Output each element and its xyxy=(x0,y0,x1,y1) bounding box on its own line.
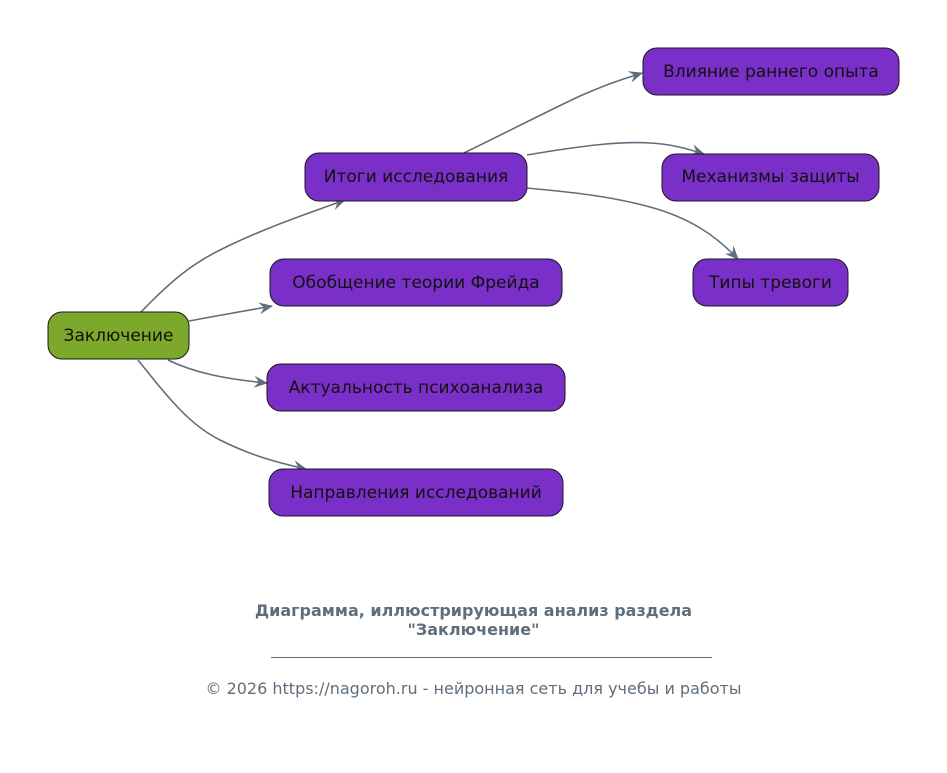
edge-conclusion-to-psychoanalysis-relevance xyxy=(167,359,268,388)
node-research-results: Итоги исследования xyxy=(304,152,528,202)
edge-research-results-to-defense-mechanisms xyxy=(526,141,705,156)
caption-title-line-2: "Заключение" xyxy=(407,620,540,639)
node-label: Направления исследований xyxy=(290,483,542,503)
node-label: Обобщение теории Фрейда xyxy=(292,273,539,293)
edge-conclusion-to-research-results xyxy=(140,198,346,313)
node-research-directions: Направления исследований xyxy=(268,468,564,517)
node-label: Итоги исследования xyxy=(324,167,508,187)
node-label: Механизмы защиты xyxy=(681,167,859,187)
caption-divider xyxy=(271,657,712,658)
node-anxiety-types: Типы тревоги xyxy=(692,258,849,307)
node-early-experience: Влияние раннего опыта xyxy=(642,47,900,96)
copyright-text: © 2026 https://nagoroh.ru - нейронная се… xyxy=(205,679,742,698)
edge-conclusion-to-research-directions xyxy=(137,359,307,472)
diagram-caption-title: Диаграмма, иллюстрирующая анализ раздела… xyxy=(0,601,947,639)
node-psychoanalysis-relevance: Актуальность психоанализа xyxy=(266,363,566,412)
edge-conclusion-to-freud-theory-summary xyxy=(188,302,273,322)
node-label: Влияние раннего опыта xyxy=(663,62,879,82)
caption-title-line-1: Диаграмма, иллюстрирующая анализ раздела xyxy=(254,601,693,620)
node-conclusion: Заключение xyxy=(47,311,190,360)
node-freud-theory-summary: Обобщение теории Фрейда xyxy=(269,258,563,307)
node-label: Актуальность психоанализа xyxy=(289,378,544,398)
node-label: Заключение xyxy=(64,326,174,346)
edge-research-results-to-early-experience xyxy=(463,71,643,154)
node-label: Типы тревоги xyxy=(708,273,832,293)
edge-research-results-to-anxiety-types xyxy=(526,187,739,260)
node-defense-mechanisms: Механизмы защиты xyxy=(661,153,880,202)
